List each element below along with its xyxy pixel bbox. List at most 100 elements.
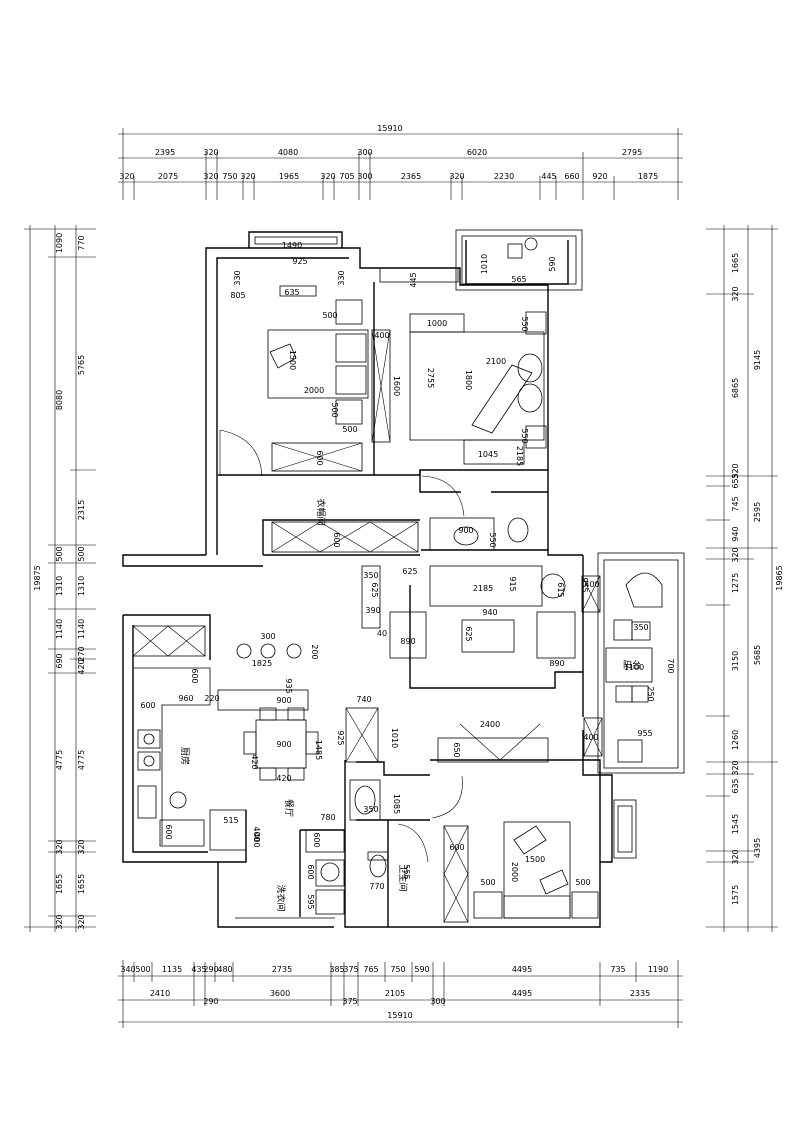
- dim-top-r2-1: 2075: [158, 172, 178, 181]
- dim-top-r1-f: 2795: [622, 148, 642, 157]
- dim-right-o-1: 2595: [753, 502, 762, 522]
- room-label-closet: 衣帽间: [315, 498, 327, 525]
- dim-top-r1-d: 300: [357, 148, 372, 157]
- idim: 350: [363, 571, 378, 580]
- idim: 400: [252, 832, 261, 847]
- furniture: [132, 237, 663, 923]
- idim: 900: [276, 740, 291, 749]
- dim-left-i-0: 770: [77, 235, 86, 250]
- dim-left-i-11: 320: [77, 914, 86, 929]
- dim-left-o-7: 320: [55, 839, 64, 854]
- walls: [122, 229, 685, 928]
- dim-left-o-6: 4775: [55, 750, 64, 770]
- dim-right-o-2: 5685: [753, 645, 762, 665]
- dim-top-r2-6: 320: [320, 172, 335, 181]
- dim-left-o-4: 1140: [55, 619, 64, 639]
- idim: 1500: [288, 350, 297, 370]
- dim-left-o-9: 320: [55, 914, 64, 929]
- idim: 200: [310, 644, 319, 659]
- idim: 955: [637, 729, 652, 738]
- idim: 1500: [525, 855, 545, 864]
- idim: 550: [488, 532, 497, 547]
- idim: 330: [233, 270, 242, 285]
- idim: 890: [400, 637, 415, 646]
- bottom-dimensions: 340 500 1135 435 290 480 2735 385 375 76…: [118, 960, 683, 1028]
- left-dimensions: 19875 1090 8080 500 1310 1140 690 4775 3…: [24, 225, 96, 932]
- idim: 1010: [390, 728, 399, 748]
- room-labels: 衣帽间 厨房 餐厅 洗衣间 卫生间 阳台: [179, 498, 641, 911]
- dim-left-i-10: 1655: [77, 874, 86, 894]
- dim-top-r2-13: 660: [564, 172, 579, 181]
- idim: 780: [320, 813, 335, 822]
- idim: 420: [276, 774, 291, 783]
- idim: 420: [250, 754, 259, 769]
- idim: 1045: [478, 450, 498, 459]
- idim: 500: [342, 425, 357, 434]
- top-dimensions: 15910 2395 320 4080 300 6020 2795 320 20…: [118, 124, 683, 200]
- dim-right-i-14: 320: [731, 849, 740, 864]
- room-label-laundry: 洗衣间: [275, 884, 287, 911]
- dim-right-i-4: 655: [731, 473, 740, 488]
- dim-bot-r2-2: 3600: [270, 989, 290, 998]
- idim: 400: [584, 580, 599, 589]
- dim-right-i-7: 320: [731, 547, 740, 562]
- idim: 770: [369, 882, 384, 891]
- dim-right-i-2: 6865: [731, 378, 740, 398]
- dim-top-r2-15: 1875: [638, 172, 658, 181]
- dim-right-i-6: 940: [731, 526, 740, 541]
- idim: 2000: [304, 386, 324, 395]
- dim-right-o-0: 9145: [753, 350, 762, 370]
- dim-left-i-7: 420: [77, 659, 86, 674]
- dim-right-i-1: 320: [731, 286, 740, 301]
- dim-bot-r2-6: 4495: [512, 989, 532, 998]
- idim: 565: [511, 275, 526, 284]
- idim: 220: [204, 694, 219, 703]
- idim: 550: [520, 316, 529, 331]
- idim: 805: [230, 291, 245, 300]
- idim: 1100: [624, 663, 644, 672]
- dim-right-i-10: 1260: [731, 730, 740, 750]
- dim-top-r2-14: 920: [592, 172, 607, 181]
- dim-left-i-1: 5765: [77, 355, 86, 375]
- dim-bot-r1-3: 435: [191, 965, 206, 974]
- dim-left-o-5: 690: [55, 653, 64, 668]
- idim: 625: [402, 567, 417, 576]
- idim: 500: [330, 402, 339, 417]
- idim: 600: [315, 450, 324, 465]
- dim-bot-r1-8: 375: [343, 965, 358, 974]
- idim: 590: [548, 256, 557, 271]
- dim-right-i-8: 1275: [731, 573, 740, 593]
- dim-right-i-9: 3150: [731, 651, 740, 671]
- idim: 595: [306, 894, 315, 909]
- idim: 2000: [510, 862, 519, 882]
- dim-bot-r1-10: 750: [390, 965, 405, 974]
- idim: 555: [402, 864, 411, 879]
- dim-right-i-3: 320: [731, 463, 740, 478]
- dim-left-total: 19875: [33, 565, 42, 590]
- dim-right-i-12: 635: [731, 778, 740, 793]
- idim: 935: [284, 678, 293, 693]
- idim: 600: [164, 824, 173, 839]
- dim-bot-r2-5: 300: [430, 997, 445, 1006]
- idim: 915: [508, 576, 517, 591]
- idim: 250: [646, 686, 655, 701]
- idim: 925: [292, 257, 307, 266]
- dim-bot-r1-11: 590: [414, 965, 429, 974]
- idim: 615: [556, 582, 565, 597]
- idim: 400: [583, 733, 598, 742]
- dim-top-r1-b: 320: [203, 148, 218, 157]
- room-label-balcony: 阳台: [623, 659, 641, 671]
- dim-bot-r2-3: 375: [342, 997, 357, 1006]
- dim-bot-r1-2: 1135: [162, 965, 182, 974]
- idim: 600: [140, 701, 155, 710]
- idim: 900: [276, 696, 291, 705]
- dim-top-r2-9: 2365: [401, 172, 421, 181]
- dim-bot-r2-7: 2335: [630, 989, 650, 998]
- dim-right-i-11: 320: [731, 760, 740, 775]
- dim-bot-total: 15910: [387, 1011, 412, 1020]
- dim-top-r2-0: 320: [119, 172, 134, 181]
- idim: 740: [356, 695, 371, 704]
- dim-left-i-5: 1140: [77, 619, 86, 639]
- idim: 960: [178, 694, 193, 703]
- dim-right-i-13: 1545: [731, 814, 740, 834]
